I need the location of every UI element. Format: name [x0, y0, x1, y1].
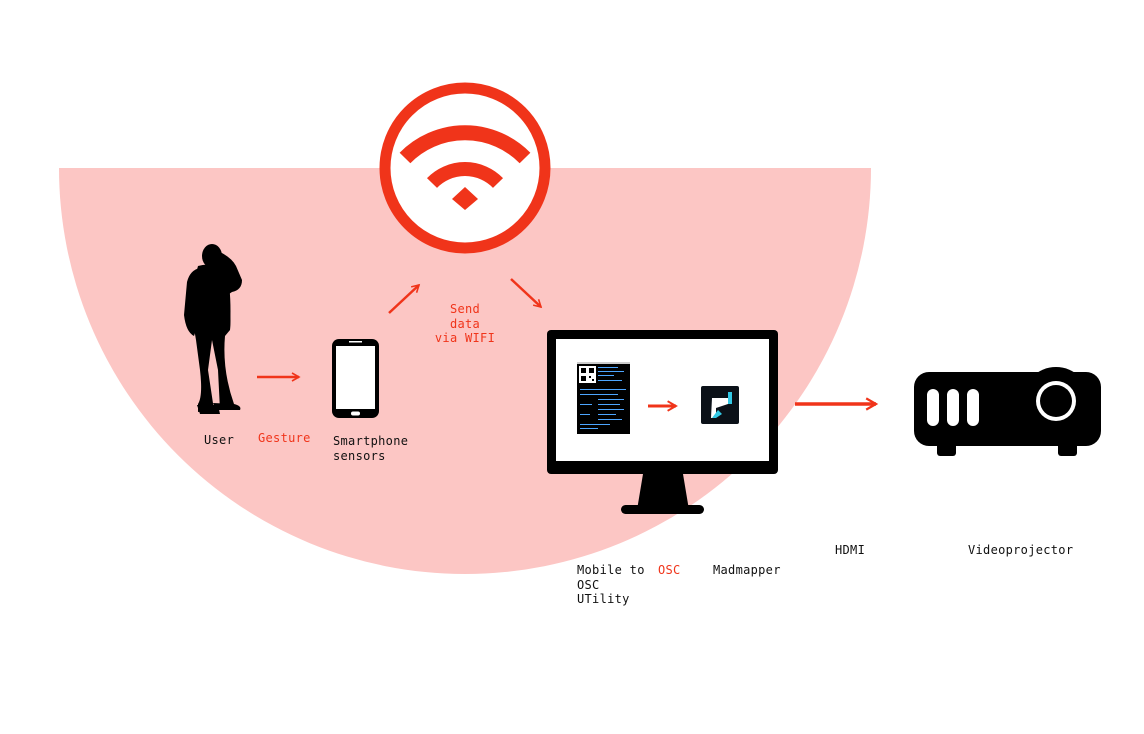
madmapper-logo-icon: [701, 386, 739, 424]
madmapper-label: Madmapper: [713, 563, 781, 577]
smartphone-sensors-label: Smartphone sensors: [333, 434, 409, 463]
send-arrow-up: [388, 283, 421, 314]
osc-label: OSC: [658, 563, 681, 577]
gesture-label: Gesture: [258, 431, 311, 445]
videoprojector-label: Videoprojector: [968, 543, 1074, 557]
smartphone-icon: [332, 339, 379, 418]
hdmi-label: HDMI: [835, 543, 866, 557]
projector-icon: [914, 367, 1101, 456]
osc-utility-thumbnail: [577, 362, 630, 434]
send-data-wifi-label: Send data via WIFI: [434, 302, 496, 345]
wifi-icon: [379, 82, 551, 254]
mobile-to-osc-utility-label: Mobile to OSC UTility: [577, 563, 645, 606]
send-arrow-down: [510, 278, 543, 309]
user-silhouette-icon: [184, 244, 242, 414]
user-label: User: [204, 433, 235, 447]
